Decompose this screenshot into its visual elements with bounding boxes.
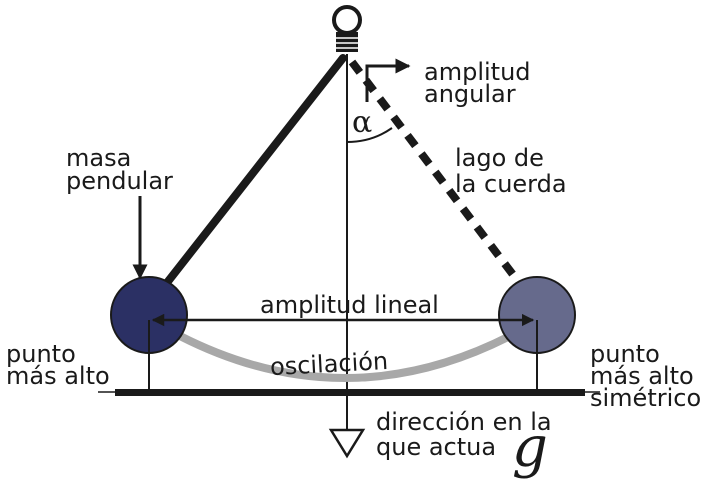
label-alpha: α bbox=[352, 105, 372, 140]
label-oscilacion: oscilación bbox=[269, 347, 388, 381]
angular-amplitude-pointer bbox=[365, 58, 411, 102]
label-direccion-gravedad: dirección en la que actua bbox=[376, 408, 559, 461]
label-lago-de-la-cuerda: lago de la cuerda bbox=[455, 144, 567, 198]
label-amplitud-lineal: amplitud lineal bbox=[260, 291, 439, 319]
label-punto-mas-alto-simetrico: punto más alto simétrico bbox=[590, 340, 701, 412]
ground-line bbox=[115, 389, 585, 396]
label-punto-mas-alto: punto más alto bbox=[6, 340, 110, 390]
label-masa-pendular: masa pendular bbox=[66, 144, 173, 195]
pivot-hook bbox=[332, 5, 362, 52]
angle-arc bbox=[346, 127, 393, 143]
label-amplitud-angular: amplitud angular bbox=[424, 58, 538, 108]
gravity-arrow-icon bbox=[328, 428, 366, 459]
label-gravity-symbol: g bbox=[512, 415, 548, 480]
pendulum-string-left bbox=[162, 54, 347, 288]
oscillation-arc bbox=[178, 332, 512, 382]
